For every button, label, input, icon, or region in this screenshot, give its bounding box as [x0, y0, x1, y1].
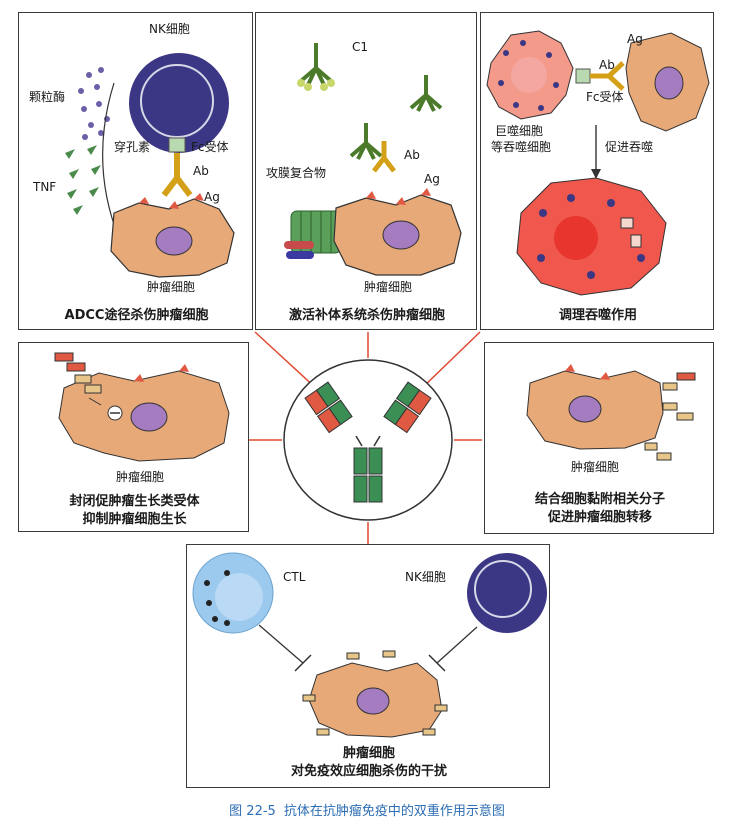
antibody-fc — [353, 447, 383, 503]
antibody-left-arm — [304, 381, 353, 434]
fc-receptor-shape — [168, 137, 186, 153]
macrophage-label-line2: 等吞噬细胞 — [491, 140, 552, 154]
tumor-cell-label: 肿瘤细胞 — [364, 280, 413, 294]
nk-cell-label: NK细胞 — [405, 570, 446, 584]
antibody-illustration — [283, 359, 453, 521]
perforin-label: 穿孔素 — [114, 140, 151, 154]
inhibit-arrow — [88, 397, 102, 406]
inhibit-bar-ctl — [294, 654, 312, 672]
inhibit-line-ctl — [258, 624, 304, 664]
tumor-nucleus — [356, 687, 390, 715]
panel-caption: 调理吞噬作用 — [558, 308, 637, 323]
panel-caption-line1: 封闭促肿瘤生长类受体 — [69, 494, 200, 509]
granzyme-label: 颗粒酶 — [29, 90, 66, 104]
panel-caption: ADCC途径杀伤肿瘤细胞 — [64, 308, 209, 323]
ctl-nucleus — [215, 573, 263, 621]
antibody-shape — [590, 61, 625, 91]
macrophage-granules — [498, 40, 559, 111]
ctl-granules — [204, 570, 230, 626]
tnf-label: TNF — [33, 180, 57, 194]
nk-cell — [467, 553, 547, 633]
figure-number: 图 22-5 — [229, 804, 276, 819]
panel-caption-line1: 结合细胞黏附相关分子 — [534, 492, 665, 507]
fc-receptor-label: Fc受体 — [191, 140, 229, 154]
promote-label: 促进吞噬 — [605, 140, 654, 154]
ingested-fragments — [620, 217, 642, 248]
macrophage-granules — [537, 194, 645, 279]
antibody-diagram — [282, 358, 454, 522]
mac-label: 攻膜复合物 — [266, 166, 327, 180]
antigen-triangles — [134, 364, 189, 382]
figure-title: 抗体在抗肿瘤免疫中的双重作用示意图 — [283, 804, 505, 819]
ctl-label: CTL — [283, 570, 306, 584]
fc-receptor-shape — [575, 68, 591, 84]
ab-label: Ab — [193, 164, 209, 178]
antibody-shape — [161, 153, 193, 197]
antibody-circle — [283, 359, 453, 521]
antigen-triangles — [565, 364, 610, 380]
panel-caption: 激活补体系统杀伤肿瘤细胞 — [288, 308, 445, 323]
opsonization-illustration — [486, 30, 710, 296]
tumor-nucleus — [130, 402, 168, 432]
panel-adhesion: 肿瘤细胞 结合细胞黏附相关分子 促进肿瘤细胞转移 — [484, 342, 714, 534]
antigen-triangles — [139, 193, 204, 209]
adcc-illustration — [65, 53, 235, 278]
tumor-nucleus — [382, 220, 420, 250]
nk-cell-nucleus — [140, 64, 214, 138]
macrophage-label-line1: 巨噬细胞 — [495, 124, 544, 138]
connector-line — [254, 331, 319, 391]
connector-line — [419, 331, 481, 391]
fc-receptor-label: Fc受体 — [586, 90, 624, 104]
c1-heads — [297, 79, 335, 91]
panel-opsonization: Ag Ab 巨噬细胞 等吞噬细胞 Fc受体 促进吞噬 调理吞噬作用 — [480, 12, 714, 330]
tumor-nucleus — [654, 66, 684, 100]
panel-adcc: NK细胞 颗粒酶 穿孔素 Fc受体 Ab Ag TNF 肿瘤细胞 ADCC途径杀… — [18, 12, 253, 330]
membrane-attack-complex — [284, 210, 342, 259]
tumor-nucleus — [155, 226, 193, 256]
ag-label: Ag — [204, 190, 220, 204]
tnf-triangles — [65, 145, 101, 215]
activated-macrophage-nucleus — [554, 216, 598, 260]
block-receptor-illustration — [54, 352, 230, 462]
bound-antibodies — [644, 372, 696, 461]
inhibit-line-nk — [436, 626, 478, 664]
antibody-hinge — [355, 435, 381, 447]
bound-antibodies — [302, 650, 448, 736]
adhesion-illustration — [526, 364, 696, 461]
panel-caption-line2: 促进肿瘤细胞转移 — [547, 510, 652, 525]
panel-interference: CTL NK细胞 肿瘤细胞 对免疫效应细胞杀伤的干扰 — [186, 544, 550, 788]
tumor-cell-label: 肿瘤细胞 — [147, 280, 196, 294]
tumor-nucleus — [568, 395, 602, 423]
granzyme-granules — [78, 67, 110, 140]
ab-label: Ab — [404, 148, 420, 162]
macrophage-nucleus — [511, 57, 547, 93]
panel-complement: C1 Ab Ag 攻膜复合物 肿瘤细胞 激活补体系统杀伤肿瘤细胞 — [255, 12, 477, 330]
ag-label: Ag — [424, 172, 440, 186]
c1-label: C1 — [352, 40, 369, 54]
inhibit-bar-nk — [428, 654, 446, 672]
panel-caption-line2: 抑制肿瘤细胞生长 — [82, 512, 187, 527]
interference-illustration — [192, 552, 547, 738]
blocking-antibody — [54, 352, 102, 394]
c1-complex — [349, 75, 443, 160]
panel-caption: 对免疫效应细胞杀伤的干扰 — [290, 764, 447, 779]
c1-complex — [299, 43, 333, 86]
tumor-cell-label: 肿瘤细胞 — [571, 460, 620, 474]
figure-caption: 图 22-5 抗体在抗肿瘤免疫中的双重作用示意图 — [0, 800, 734, 819]
nk-cell-nucleus — [474, 560, 532, 618]
antibody-shape — [372, 141, 396, 173]
ab-label: Ab — [599, 58, 615, 72]
complement-illustration — [284, 43, 462, 276]
nk-cell-label: NK细胞 — [149, 22, 190, 36]
antibody-right-arm — [383, 381, 432, 434]
ag-label: Ag — [627, 32, 643, 46]
tumor-cell-label: 肿瘤细胞 — [342, 746, 395, 761]
arrow-head — [591, 169, 601, 179]
tumor-cell-label: 肿瘤细胞 — [116, 470, 165, 484]
antigen-triangles — [366, 188, 431, 205]
panel-block-receptor: 肿瘤细胞 封闭促肿瘤生长类受体 抑制肿瘤细胞生长 — [18, 342, 249, 532]
